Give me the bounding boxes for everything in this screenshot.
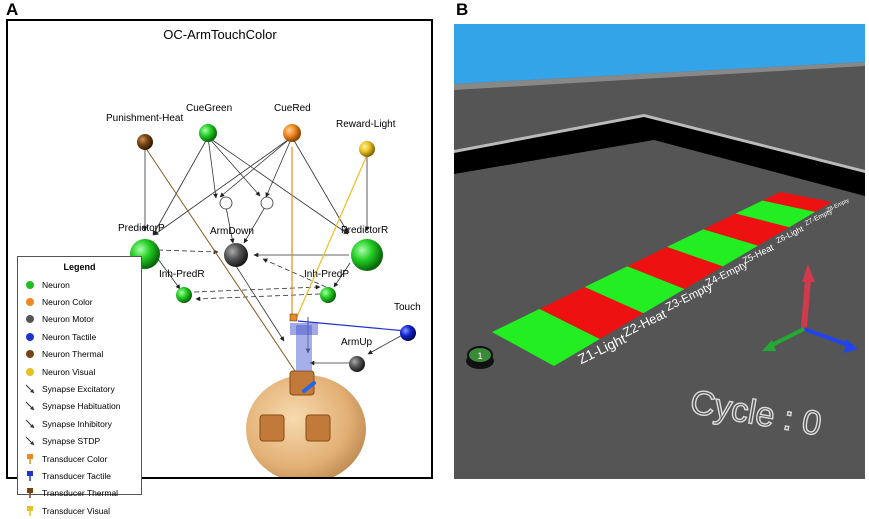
- neuron-inh-pred-r[interactable]: [176, 287, 192, 303]
- axis-gizmo: [762, 264, 858, 353]
- legend-item-label: Transducer Tactile: [42, 470, 111, 481]
- thermal-transducer-line: [144, 146, 304, 384]
- legend-item-label: Neuron Motor: [42, 314, 94, 325]
- label-cue-red: CueRed: [274, 103, 311, 114]
- panel-b-letter: B: [456, 0, 469, 19]
- legend-item-label: Neuron: [42, 279, 70, 290]
- legend-symbol-icon: [24, 505, 36, 517]
- legend-item-label: Neuron Color: [42, 297, 93, 308]
- zone-tile: [703, 213, 790, 246]
- legend-symbol-icon: [24, 313, 36, 325]
- visual-transducer-line: [295, 154, 368, 320]
- legend-item-label: Synapse STDP: [42, 436, 101, 447]
- legend-item-label: Transducer Visual: [42, 505, 111, 516]
- legend-symbol-icon: [24, 383, 36, 395]
- legend-item-label: Transducer Thermal: [42, 488, 119, 499]
- zone-tile: [667, 229, 759, 267]
- legend-item: Synapse Excitatory: [18, 380, 141, 397]
- neuron-arm-down[interactable]: [224, 243, 248, 267]
- legend-symbol-icon: [24, 435, 36, 447]
- habituation-synapse-marker: [260, 196, 274, 210]
- synapse-lines: [142, 136, 407, 366]
- legend-item-label: Neuron Thermal: [42, 349, 104, 360]
- neuron-cue-green[interactable]: [199, 124, 217, 142]
- label-reward-light: Reward-Light: [336, 119, 396, 130]
- wall-black: [454, 116, 865, 196]
- label-touch: Touch: [394, 302, 421, 313]
- legend-title: Legend: [63, 262, 96, 272]
- legend-item-label: Neuron Visual: [42, 366, 96, 377]
- legend-item: Transducer Color: [18, 450, 141, 467]
- legend-item: Synapse Habituation: [18, 398, 141, 415]
- robot-id-label: 1: [477, 351, 482, 361]
- neuron-punishment-heat[interactable]: [137, 134, 153, 150]
- neuron-predictor-r[interactable]: [351, 239, 383, 271]
- legend-item-label: Synapse Inhibitory: [42, 418, 112, 429]
- label-inh-pred-p: Inh-PredP: [304, 269, 349, 280]
- robot-arm-body: [246, 313, 366, 483]
- legend-item: Neuron Tactile: [18, 328, 141, 345]
- environment-scene: Z1-LightZ2-HeatZ3-EmptyZ4-EmptyZ5-HeatZ6…: [454, 24, 865, 479]
- label-arm-up: ArmUp: [341, 337, 373, 348]
- zone-tile: [492, 308, 600, 366]
- neural-network-diagram-panel: OC-ArmTouchColor: [6, 19, 433, 516]
- habituation-synapse-marker: [219, 196, 233, 210]
- legend-item: Transducer Visual: [18, 502, 141, 519]
- tactile-transducer-line: [297, 320, 407, 332]
- neuron-arm-up[interactable]: [349, 356, 365, 372]
- legend-item: Transducer Tactile: [18, 467, 141, 484]
- zone-tile: [584, 266, 685, 314]
- zone-tile: [735, 200, 816, 228]
- legend-item: Neuron: [18, 276, 141, 293]
- legend-item: Neuron Visual: [18, 363, 141, 380]
- legend-symbol-icon: [24, 400, 36, 412]
- label-inh-pred-r: Inh-PredR: [159, 269, 205, 280]
- neuron-reward-light[interactable]: [359, 141, 375, 157]
- legend-item: Neuron Motor: [18, 311, 141, 328]
- legend-item-label: Transducer Color: [42, 453, 108, 464]
- zone-strip: [492, 192, 832, 366]
- legend-symbol-icon: [24, 453, 36, 465]
- label-cue-green: CueGreen: [186, 103, 232, 114]
- neuron-inh-pred-p[interactable]: [320, 287, 336, 303]
- legend-symbol-icon: [24, 296, 36, 308]
- legend-symbol-icon: [24, 487, 36, 499]
- robot-marker[interactable]: 1: [466, 346, 494, 369]
- inhibitory-synapses: [157, 249, 327, 302]
- legend-item-label: Neuron Tactile: [42, 331, 97, 342]
- label-arm-down: ArmDown: [210, 226, 254, 237]
- legend-item: Transducer Thermal: [18, 485, 141, 502]
- network-graph: OC-ArmTouchColor: [106, 27, 421, 483]
- legend-symbol-icon: [24, 366, 36, 378]
- zone-tile: [539, 286, 644, 339]
- neuron-cue-red[interactable]: [283, 124, 301, 142]
- zone-tile: [627, 246, 723, 289]
- legend-item: Synapse STDP: [18, 433, 141, 450]
- legend-item: Neuron Thermal: [18, 346, 141, 363]
- legend-symbol-icon: [24, 279, 36, 291]
- neuron-touch[interactable]: [400, 325, 416, 341]
- legend-item-label: Synapse Habituation: [42, 401, 121, 412]
- panel-a-letter: A: [6, 0, 19, 19]
- legend-item: Synapse Inhibitory: [18, 415, 141, 432]
- label-predictor-r: PredictorR: [341, 225, 388, 236]
- legend-symbol-icon: [24, 331, 36, 343]
- zone-tile: [762, 192, 832, 212]
- diagram-title: OC-ArmTouchColor: [163, 27, 277, 42]
- legend-item: Neuron Color: [18, 293, 141, 310]
- label-predictor-p: PredictorP: [118, 223, 165, 234]
- label-punishment-heat: Punishment-Heat: [106, 113, 183, 124]
- legend-symbol-icon: [24, 470, 36, 482]
- legend-symbol-icon: [24, 348, 36, 360]
- legend-item-label: Synapse Excitatory: [42, 384, 115, 395]
- legend-symbol-icon: [24, 418, 36, 430]
